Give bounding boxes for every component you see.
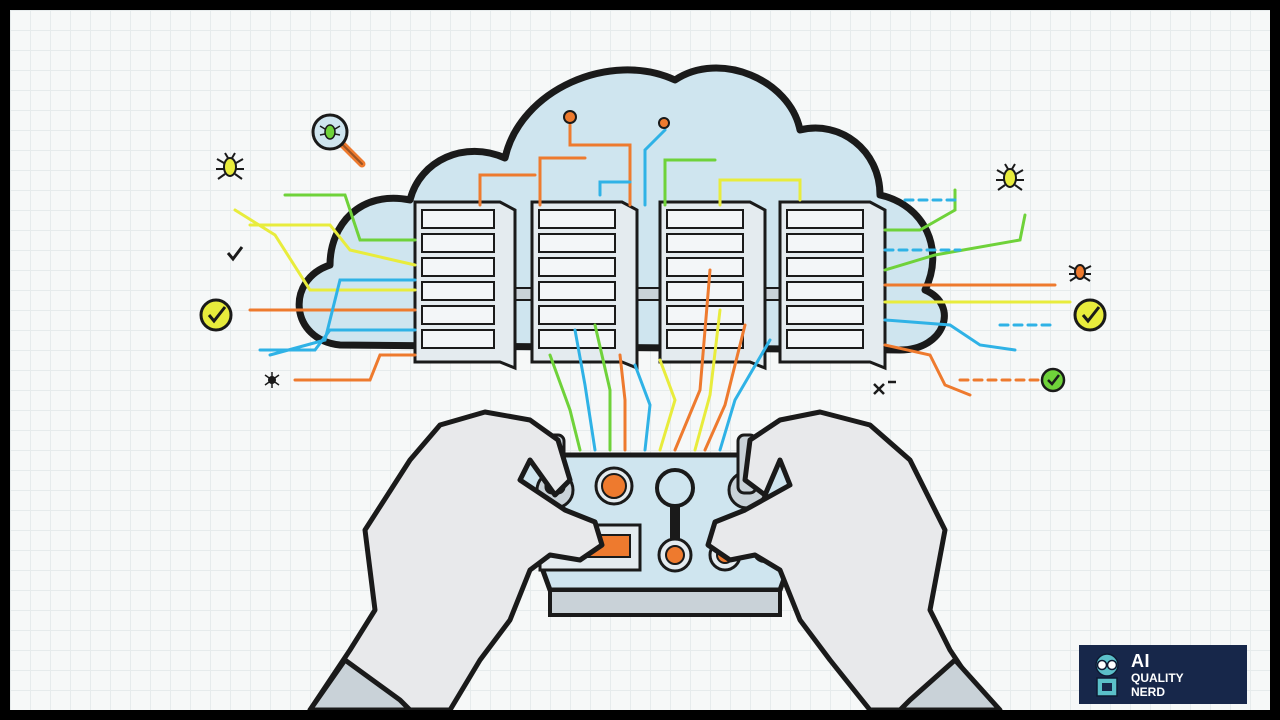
cloud-testing-illustration <box>199 64 1107 710</box>
sketch-canvas: AI QUALITY NERD <box>10 10 1270 710</box>
brand-line-nerd: NERD <box>1131 684 1166 699</box>
right-robot-hand <box>705 409 1003 710</box>
check-circle-icon <box>1073 298 1107 332</box>
brand-logo: AI QUALITY NERD <box>1079 645 1247 704</box>
x-icon <box>873 380 896 395</box>
check-circle-icon <box>199 298 233 332</box>
server-rack-2 <box>530 200 639 371</box>
brand-line-ai: AI <box>1131 650 1150 671</box>
magnifier-bug-icon <box>311 113 366 168</box>
bug-icon <box>216 152 244 180</box>
server-rack-3 <box>658 200 767 371</box>
data-flow-arrows <box>233 123 1072 452</box>
node-dot <box>563 110 577 124</box>
server-rack-1 <box>413 200 517 371</box>
node-dot <box>658 117 670 129</box>
brand-line-quality: QUALITY <box>1131 670 1184 685</box>
brand-wordmark: AI QUALITY NERD <box>1131 652 1184 698</box>
bug-icon <box>996 163 1024 191</box>
bug-icon <box>264 372 280 388</box>
nerd-mascot-icon <box>1095 652 1119 697</box>
bug-icon <box>1068 264 1092 282</box>
checkmark-icon <box>226 246 244 262</box>
left-robot-hand <box>307 409 605 710</box>
server-rack-4 <box>778 200 887 371</box>
check-circle-icon <box>1040 367 1066 393</box>
